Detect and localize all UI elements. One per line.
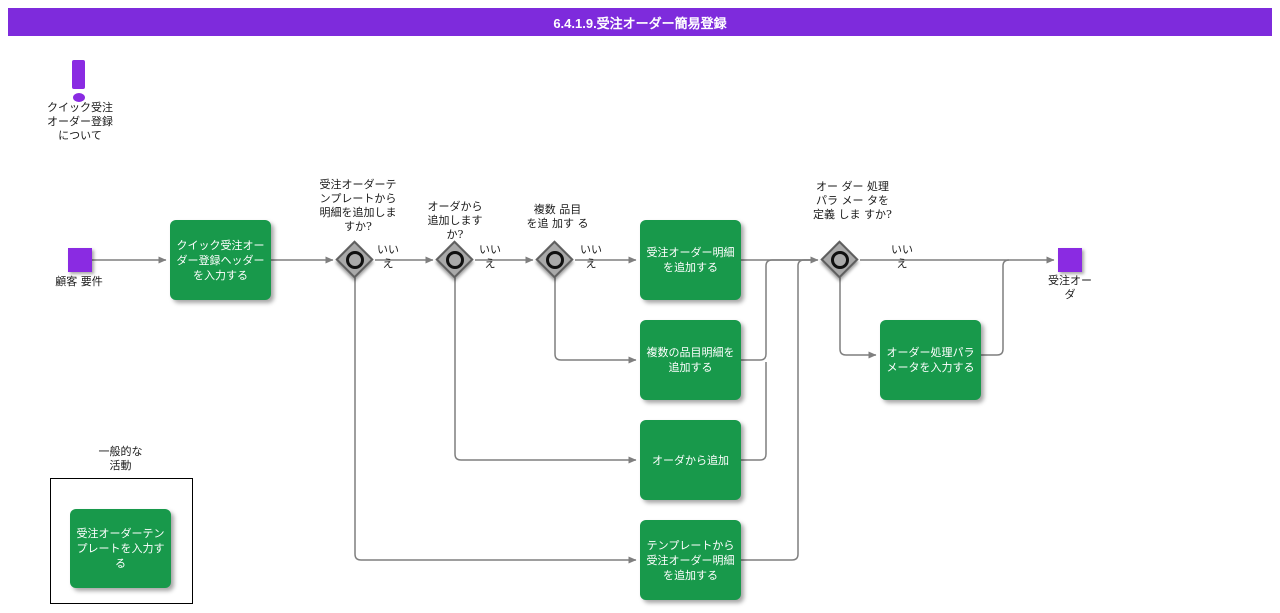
gateway-processing-params-question	[820, 240, 859, 279]
edge-task6-return-to-end	[981, 259, 1010, 356]
edge-task4-return-to-gw4	[741, 362, 767, 461]
start-event-label: 顧客 要件	[55, 275, 103, 288]
gateway-ring-icon	[345, 250, 364, 269]
diagram-title-bar: 6.4.1.9.受注オーダー簡易登録	[8, 8, 1272, 36]
legend-title: 一般的な 活動	[98, 445, 143, 472]
edge-label-no-1: いいえ	[377, 243, 399, 270]
exclamation-icon-dot	[73, 93, 85, 102]
task-add-lines-from-template: テンプレートから 受注オーダー明細 を追加する	[640, 520, 741, 600]
edge-gw1-down-to-task5	[354, 277, 637, 564]
diagram-title: 6.4.1.9.受注オーダー簡易登録	[553, 15, 727, 31]
exclamation-icon	[72, 60, 85, 89]
note-label: クイック受注 オーダー登録 について	[47, 101, 113, 142]
end-event-label: 受注オー ダ	[1048, 274, 1092, 301]
start-event-node	[68, 248, 92, 272]
edge-label-no-4: いいえ	[891, 243, 913, 270]
gateway4-question-label: オー ダー 処理 パラ メー タを 定義 しま すか?	[813, 180, 892, 221]
gateway-from-order-question	[435, 240, 474, 279]
task-add-multiple-item-lines: 複数の品目明細を 追加する	[640, 320, 741, 400]
task-enter-quick-order-header: クイック受注オー ダー登録ヘッダー を入力する	[170, 220, 271, 300]
gateway-template-question	[335, 240, 374, 279]
edge-task3-return-to-gw4	[741, 259, 815, 361]
gateway3-question-label: 複数 品目 を追 加す る	[526, 203, 589, 230]
task-enter-order-processing-params: オーダー処理パラ メータを入力する	[880, 320, 981, 400]
edge-label-no-2: いいえ	[479, 243, 501, 270]
gateway-ring-icon	[545, 250, 564, 269]
gateway-multiple-items-question	[535, 240, 574, 279]
edge-gw4-down-to-task6	[839, 277, 877, 359]
end-event-node	[1058, 248, 1082, 272]
task-add-from-order: オーダから追加	[640, 420, 741, 500]
legend-task-sample: 受注オーダーテン プレートを入力す る	[70, 509, 171, 588]
gateway-ring-icon	[445, 250, 464, 269]
edge-label-no-3: いいえ	[580, 243, 602, 270]
gateway2-question-label: オーダから 追加します か?	[427, 200, 483, 241]
task-add-order-lines: 受注オーダー明細 を追加する	[640, 220, 741, 300]
edge-task5-return-to-gw4	[741, 259, 815, 561]
gateway-ring-icon	[830, 250, 849, 269]
gateway1-question-label: 受注オーダーテ ンプレートから 明細を追加しま すか?	[319, 178, 397, 233]
edge-gw2-down-to-task4	[454, 277, 637, 464]
edge-gw3-down-to-task3	[554, 277, 637, 364]
